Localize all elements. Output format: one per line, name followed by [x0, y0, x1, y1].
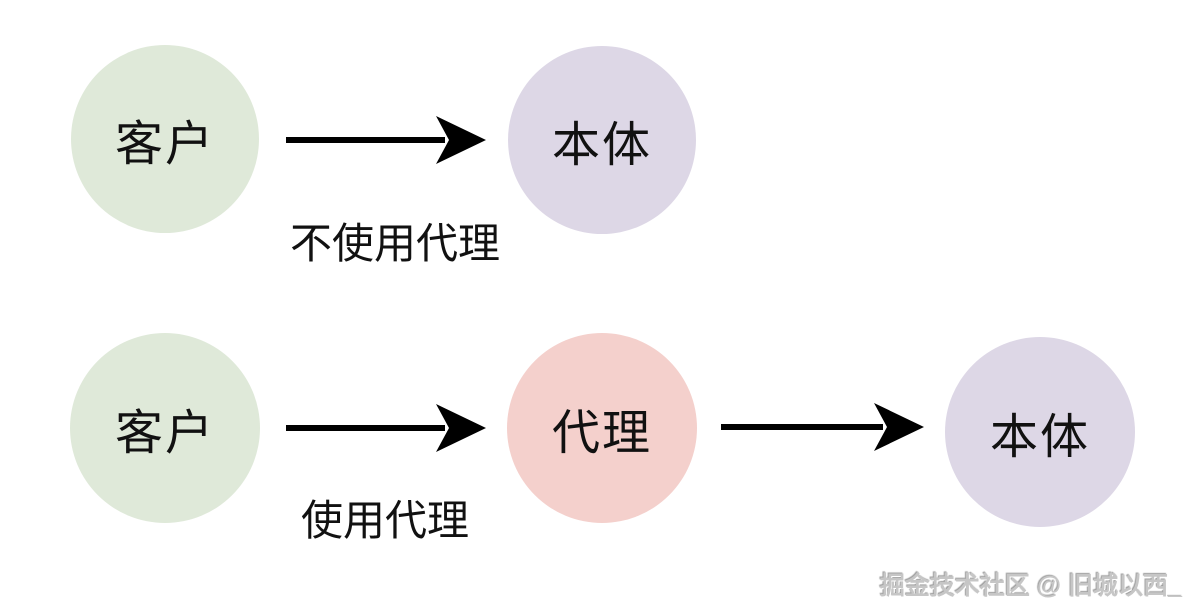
node-subject-top-label: 本体 [551, 119, 652, 172]
node-subject-bottom-label: 本体 [989, 411, 1090, 464]
node-client-bottom: 客户 [70, 333, 260, 523]
node-client-top-label: 客户 [114, 118, 215, 171]
arrow-proxy-to-subject [721, 403, 924, 451]
node-proxy-label: 代理 [551, 407, 652, 460]
caption-with-proxy: 使用代理 [300, 497, 469, 544]
node-subject-bottom: 本体 [945, 337, 1135, 527]
node-subject-top: 本体 [508, 46, 696, 234]
arrow-head [436, 116, 486, 164]
arrow-head [874, 403, 924, 451]
node-proxy: 代理 [507, 333, 697, 523]
node-client-bottom-label: 客户 [114, 407, 215, 460]
arrow-client-to-subject [286, 116, 486, 164]
arrow-head [436, 404, 486, 452]
watermark-text: 掘金技术社区 @ 旧城以西_ [879, 572, 1182, 600]
caption-without-proxy: 不使用代理 [289, 220, 500, 267]
arrow-client-to-proxy [286, 404, 486, 452]
node-client-top: 客户 [71, 45, 259, 233]
